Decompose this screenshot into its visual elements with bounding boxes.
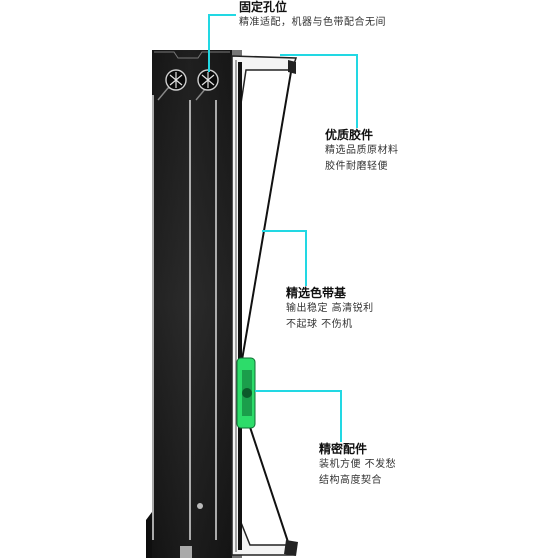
callout-text: 精准适配，机器与色带配合无间 bbox=[239, 17, 386, 28]
leader-rubber bbox=[280, 54, 358, 128]
callout-text: 装机方便 不发愁 bbox=[319, 459, 397, 470]
callout-text: 输出稳定 高清锐利 bbox=[286, 303, 374, 314]
callout-title: 精选色带基 bbox=[286, 286, 347, 300]
leader-lines bbox=[208, 14, 358, 442]
fixing-hole-left bbox=[165, 69, 187, 91]
callout-rubber-parts: 优质胶件 精选品质原材料 胶件耐磨轻便 bbox=[325, 128, 399, 175]
callout-ribbon-base: 精选色带基 输出稳定 高清锐利 不起球 不伤机 bbox=[286, 286, 374, 333]
callout-text: 胶件耐磨轻便 bbox=[325, 161, 388, 172]
callout-precision-parts: 精密配件 装机方便 不发愁 结构高度契合 bbox=[319, 442, 396, 489]
callout-text: 结构高度契合 bbox=[319, 475, 382, 486]
callout-title: 固定孔位 bbox=[239, 0, 288, 14]
leader-ribbon bbox=[262, 230, 307, 286]
leader-holes bbox=[208, 14, 236, 72]
ribbon-gear bbox=[236, 357, 256, 429]
ribbon-guide bbox=[231, 55, 298, 556]
cartridge-body bbox=[146, 50, 242, 558]
callout-text: 不起球 不伤机 bbox=[286, 319, 353, 330]
callout-title: 优质胶件 bbox=[325, 128, 374, 142]
callout-fixing-holes: 固定孔位 精准适配，机器与色带配合无间 bbox=[239, 0, 386, 31]
callout-title: 精密配件 bbox=[319, 442, 368, 456]
leader-parts bbox=[255, 390, 342, 442]
callout-text: 精选品质原材料 bbox=[325, 145, 399, 156]
fixing-hole-right bbox=[197, 69, 219, 91]
